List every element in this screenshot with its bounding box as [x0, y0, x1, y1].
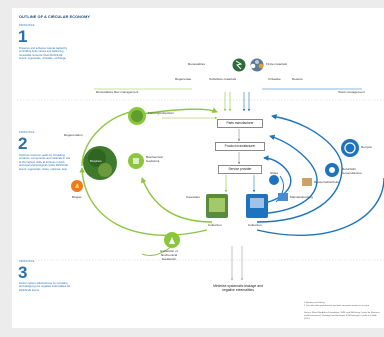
tech-collection-label: Collection	[248, 223, 262, 227]
renewables-flow-label: Renewables flow management	[96, 90, 139, 94]
principle-1-description: Preserve and enhance natural capital by …	[19, 47, 68, 61]
finite-materials-label: Finite materials	[266, 62, 287, 66]
source-note: Source: Ellen MacArthur Foundation, SUN,…	[304, 312, 380, 320]
renewables-label: Renewables	[188, 62, 206, 66]
stock-management-label: Stock management	[338, 90, 365, 94]
biosphere-label: Biosphere	[90, 160, 102, 163]
minimise-leakage-label: Minimise systematic leakage and negative…	[213, 284, 263, 293]
regeneration-label: Regeneration	[64, 133, 83, 137]
diagram-card: OUTLINE OF A CIRCULAR ECONOMY PRINCIPLE …	[12, 8, 384, 328]
cascades-label: Cascades	[186, 195, 200, 199]
principle-3-description: Foster system effectiveness by revealing…	[19, 282, 70, 292]
principle-2-number: 2	[18, 134, 28, 153]
principle-2-description: Optimise resource yields by circulating …	[19, 154, 71, 171]
recycle-icon	[341, 139, 359, 157]
extraction-label: Extraction of biochemical feedstock²	[160, 249, 178, 261]
footnote-2: 2 Can take both post-harvest and post-co…	[304, 305, 370, 307]
tech-reuse-loop	[256, 134, 318, 215]
footnote-1: 1 Hunting and fishing	[304, 302, 325, 304]
farming-label: Farming/collection¹	[148, 111, 175, 115]
reuse-label: Reuse/redistribute	[314, 180, 340, 184]
principle-2-label: PRINCIPLE	[19, 131, 35, 134]
biochemical-label: Biochemical feedstock	[146, 155, 163, 163]
biogas-label: Biogas	[72, 195, 82, 199]
tech-maintain-loop	[259, 155, 292, 205]
product-manufacturer-box: Product manufacturer	[215, 142, 265, 151]
principle-1-number: 1	[18, 27, 28, 46]
share-label: Share	[270, 171, 279, 175]
finite-materials-icon	[250, 58, 264, 72]
principle-3-number: 3	[18, 263, 28, 282]
share-icon	[269, 175, 279, 185]
reuse-icon	[302, 178, 312, 186]
refurbish-label: Refurbish/ remanufacture	[342, 167, 362, 175]
regenerate-label: Regenerate	[175, 77, 192, 81]
maintain-label: Maintain/prolong	[290, 195, 313, 199]
restore-label: Restore	[292, 77, 303, 81]
diagram-graphics	[17, 58, 384, 281]
tech-refurbish-loop	[256, 114, 343, 223]
maintain-icon	[278, 193, 288, 201]
recycle-label: Recycle	[361, 145, 373, 149]
tech-outer-loop	[256, 177, 384, 237]
parts-manufacturer-box: Parts manufacturer	[217, 119, 263, 128]
service-provider-box: Service provider	[218, 165, 262, 174]
principle-1-label: PRINCIPLE	[19, 24, 35, 27]
diagram-title: OUTLINE OF A CIRCULAR ECONOMY	[19, 15, 90, 19]
cascade-loop	[141, 177, 213, 223]
substitute-label: Substitute materials	[209, 77, 237, 81]
principle-3-label: PRINCIPLE	[19, 260, 35, 263]
virtualise-label: Virtualise	[268, 77, 281, 81]
bio-collection-label: Collection	[208, 223, 222, 227]
biological-outer-loop	[79, 167, 208, 236]
